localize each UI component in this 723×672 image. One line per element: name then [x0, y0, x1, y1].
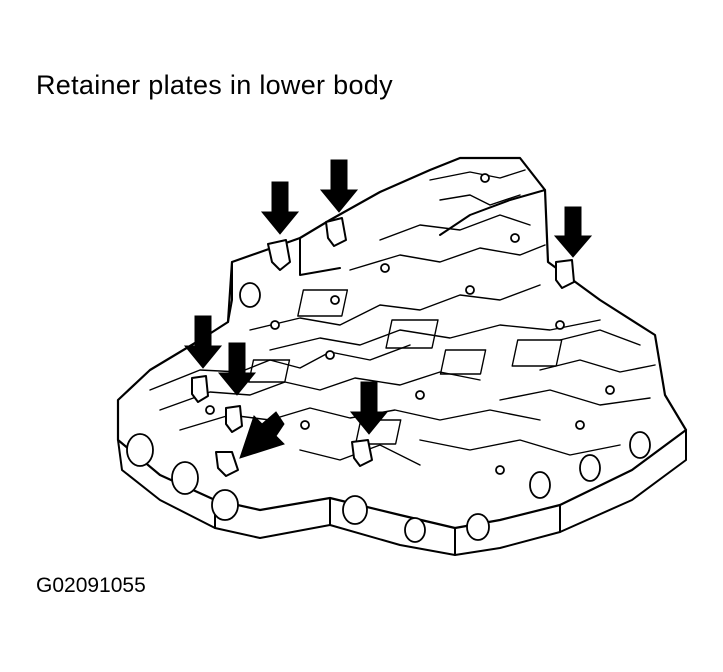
arrow-2 [319, 159, 359, 213]
front-ports [126, 282, 651, 543]
arrow-1 [260, 181, 300, 235]
fluid-passages [149, 169, 656, 475]
arrow-6 [239, 411, 285, 459]
arrow-5 [217, 342, 257, 396]
diagram-caption: Retainer plates in lower body [36, 70, 393, 100]
pointer-arrows [183, 159, 593, 459]
arrow-7 [349, 381, 389, 435]
figure-id: G02091055 [36, 574, 146, 597]
arrow-3 [553, 206, 593, 258]
arrow-4 [183, 315, 223, 369]
retainer-plates [191, 217, 575, 477]
